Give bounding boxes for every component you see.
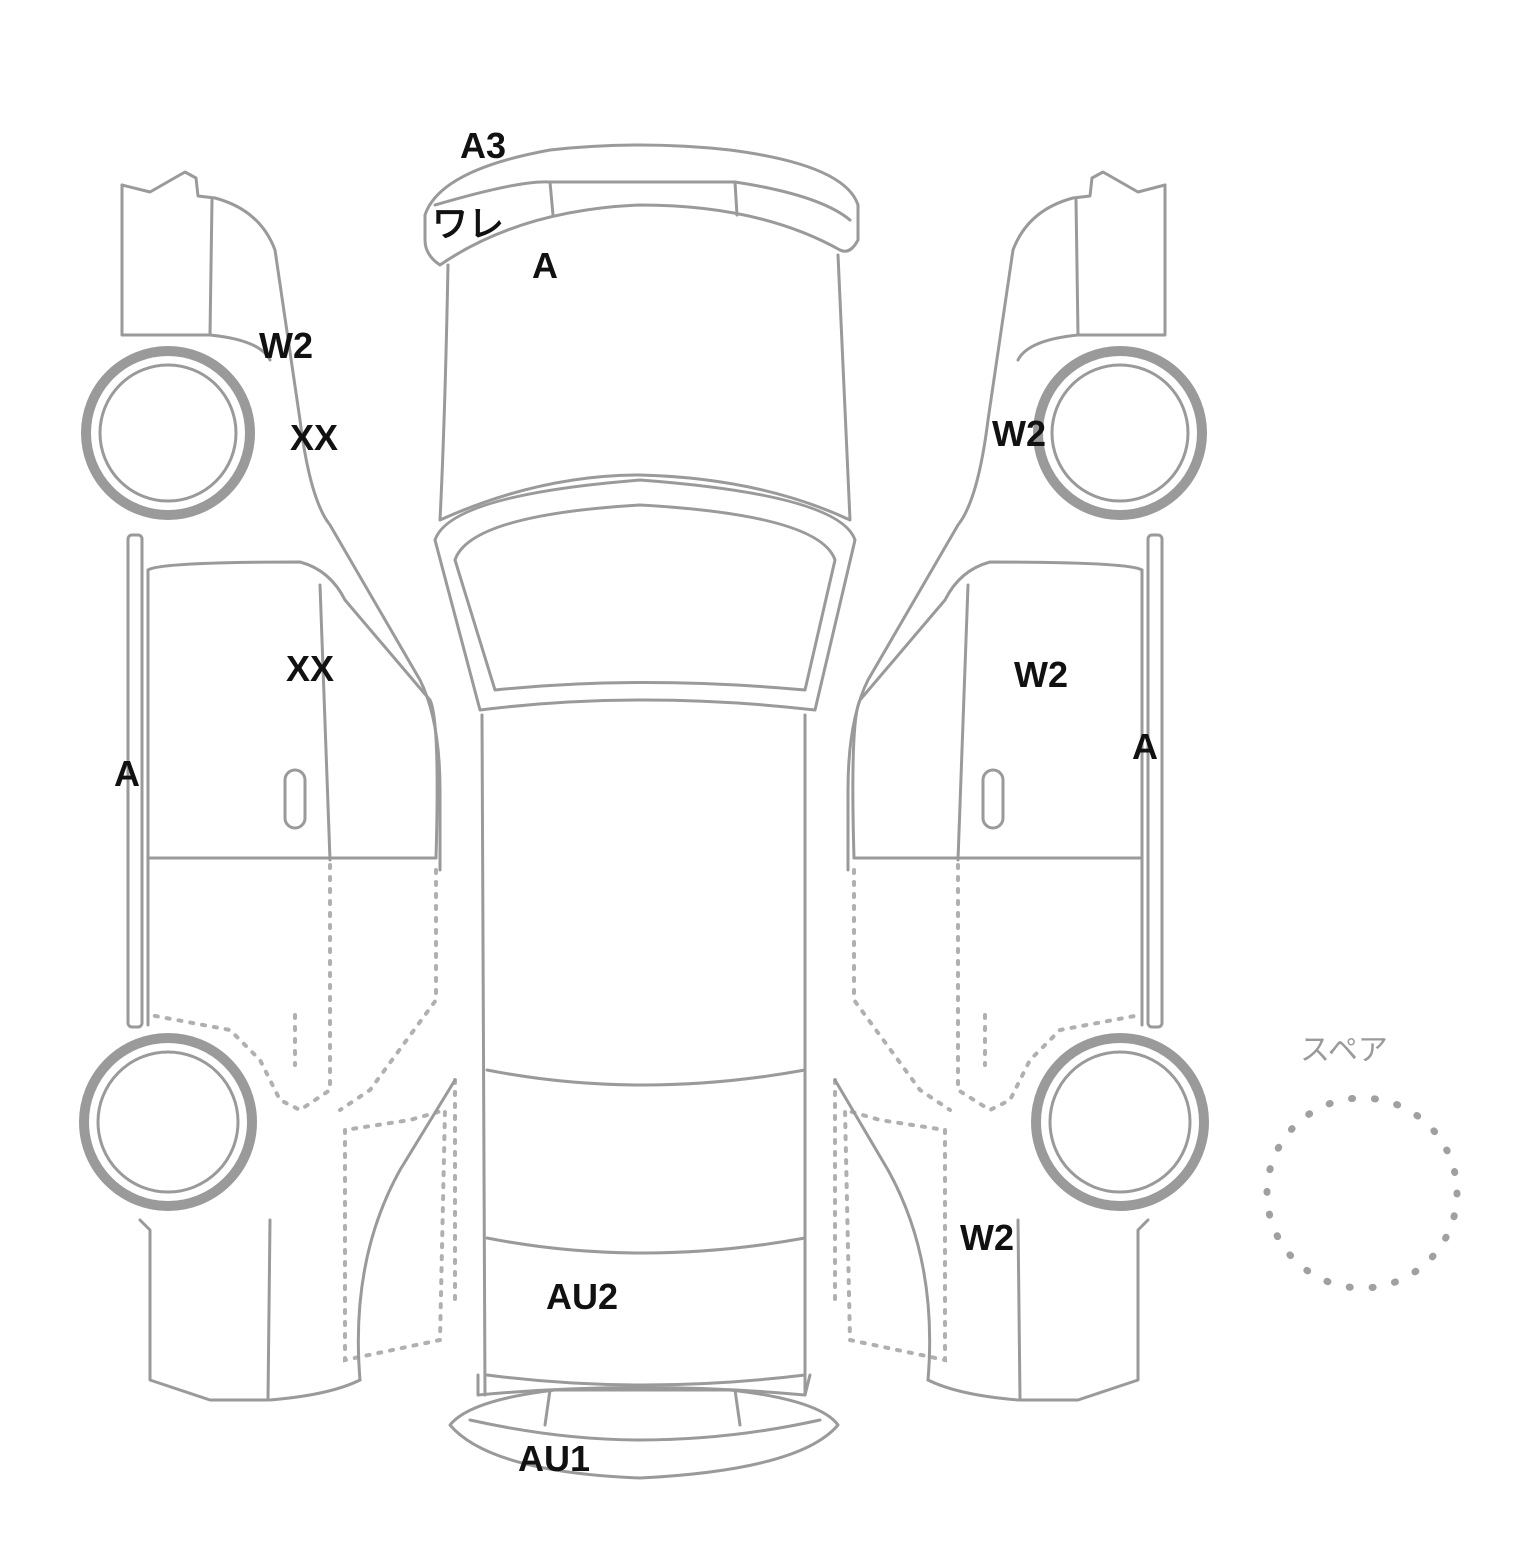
mark-bottom-au1: AU1	[518, 1438, 591, 1479]
mark-left-front-w2: W2	[259, 325, 313, 366]
top-hood	[438, 253, 852, 522]
right-front-fender	[846, 170, 1167, 872]
mark-right-rear-w2: W2	[960, 1217, 1014, 1258]
right-front-wheel	[1033, 346, 1207, 520]
left-front-wheel	[81, 346, 255, 520]
top-rear-bumper	[476, 1373, 812, 1397]
spare-tire-icon	[1263, 1094, 1461, 1292]
right-door-frame	[851, 560, 1144, 860]
right-pillar	[1146, 533, 1164, 1029]
right-side-view	[833, 170, 1209, 1402]
mark-top-ware: ワレ	[432, 203, 505, 244]
top-view	[423, 143, 860, 1480]
mark-center-au2: AU2	[546, 1276, 619, 1317]
left-pillar	[126, 533, 144, 1029]
right-door-handle	[981, 768, 1005, 830]
left-rear-quarter	[138, 1218, 272, 1402]
mark-left-a: A	[114, 753, 140, 794]
left-door-handle	[283, 768, 307, 830]
left-side-view	[79, 170, 457, 1402]
left-rear-wheel	[79, 1033, 257, 1211]
mark-top-a3: A3	[460, 125, 507, 166]
top-roof	[480, 713, 807, 1397]
left-door-frame	[146, 560, 439, 860]
right-rear-wheel	[1031, 1033, 1209, 1211]
top-windshield	[433, 478, 857, 712]
mark-right-front-w2: W2	[992, 413, 1046, 454]
mark-left-xx-upper: XX	[290, 417, 339, 458]
mark-right-door-w2: W2	[1014, 654, 1068, 695]
spare-label: スペア	[1300, 1033, 1388, 1068]
mark-left-xx-door: XX	[286, 648, 335, 689]
mark-top-a: A	[532, 245, 558, 286]
right-rear-quarter	[1016, 1218, 1150, 1402]
top-front-bumper	[423, 143, 860, 267]
mark-right-a: A	[1132, 726, 1158, 767]
left-front-fender	[120, 170, 442, 872]
